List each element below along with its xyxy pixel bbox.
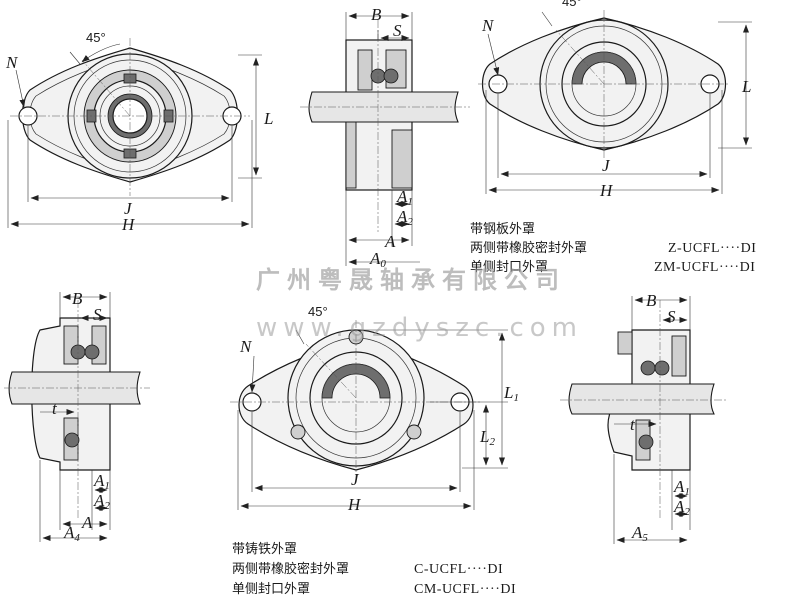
label-h: H: [121, 215, 136, 234]
watermark: 广州粤晟轴承有限公司 www.gzdyszc.com: [256, 266, 583, 343]
label-a0: A0: [369, 249, 386, 270]
label-h-2: H: [599, 181, 614, 200]
label-a: A: [384, 232, 396, 251]
side-view-iron-cover: B S t A1 A2 A A4: [4, 289, 150, 544]
label-l: L: [263, 109, 273, 128]
steel-cover-title: 带钢板外罩: [470, 222, 535, 237]
label-s-3: S: [93, 305, 102, 324]
label-j: J: [124, 199, 133, 218]
label-n-5: N: [239, 337, 253, 356]
steel-cover-notes: 带钢板外罩 两侧带橡胶密封外罩 单侧封口外罩 Z-UCFL····DI ZM-U…: [470, 222, 756, 275]
watermark-company: 广州粤晟轴承有限公司: [256, 266, 566, 294]
iron-cover-notes: 带铸铁外罩 两侧带橡胶密封外罩 单侧封口外罩 C-UCFL····DI CM-U…: [232, 541, 516, 597]
iron-cover-code2: CM-UCFL····DI: [414, 582, 516, 597]
label-t-6: t: [630, 415, 636, 434]
label-angle-5: 45°: [308, 304, 328, 319]
label-a2: A2: [396, 207, 413, 228]
iron-cover-code1: C-UCFL····DI: [414, 562, 503, 577]
label-n-2: N: [481, 16, 495, 35]
steel-cover-line1: 两侧带橡胶密封外罩: [470, 240, 587, 256]
label-s: S: [393, 21, 402, 40]
label-t: t: [52, 399, 58, 418]
label-b: B: [371, 5, 382, 24]
label-n: N: [5, 53, 19, 72]
front-view-single-sealed: N 45° L J H: [478, 0, 752, 200]
label-a5: A5: [631, 523, 648, 544]
side-view-steel-cover: B S A1 A2 A A0: [300, 5, 470, 270]
label-h-5: H: [347, 495, 362, 514]
label-s-6: S: [667, 307, 676, 326]
label-a1-6: A1: [673, 477, 690, 498]
label-a1-3: A1: [93, 471, 110, 492]
front-view-steel-cover: N 45° L J H: [5, 30, 273, 234]
label-l-2: L: [741, 77, 751, 96]
steel-cover-code1: Z-UCFL····DI: [668, 241, 756, 256]
steel-cover-line2: 单侧封口外罩: [470, 260, 548, 275]
label-b-3: B: [72, 289, 83, 308]
front-view-iron-cover: N 45° L1 L2 J H: [230, 304, 519, 514]
label-l2: L2: [479, 427, 495, 448]
label-j-2: J: [602, 156, 611, 175]
label-angle: 45°: [86, 30, 106, 45]
side-view-iron-single-sealed: B S t A1 A2 A5: [560, 291, 726, 544]
label-j-5: J: [351, 470, 360, 489]
label-a4: A4: [63, 523, 80, 544]
iron-cover-line2: 单侧封口外罩: [232, 582, 310, 597]
label-l1: L1: [503, 383, 519, 404]
watermark-site: www.gzdyszc.com: [256, 313, 583, 343]
label-a2-3: A2: [93, 491, 110, 512]
label-angle-2: 45°: [562, 0, 582, 9]
label-a-3: A: [81, 513, 93, 532]
label-a2-6: A2: [673, 497, 690, 518]
iron-cover-line1: 两侧带橡胶密封外罩: [232, 561, 349, 577]
steel-cover-code2: ZM-UCFL····DI: [654, 260, 755, 275]
label-b-6: B: [646, 291, 657, 310]
label-a1: A1: [396, 187, 413, 208]
iron-cover-title: 带铸铁外罩: [232, 541, 297, 557]
